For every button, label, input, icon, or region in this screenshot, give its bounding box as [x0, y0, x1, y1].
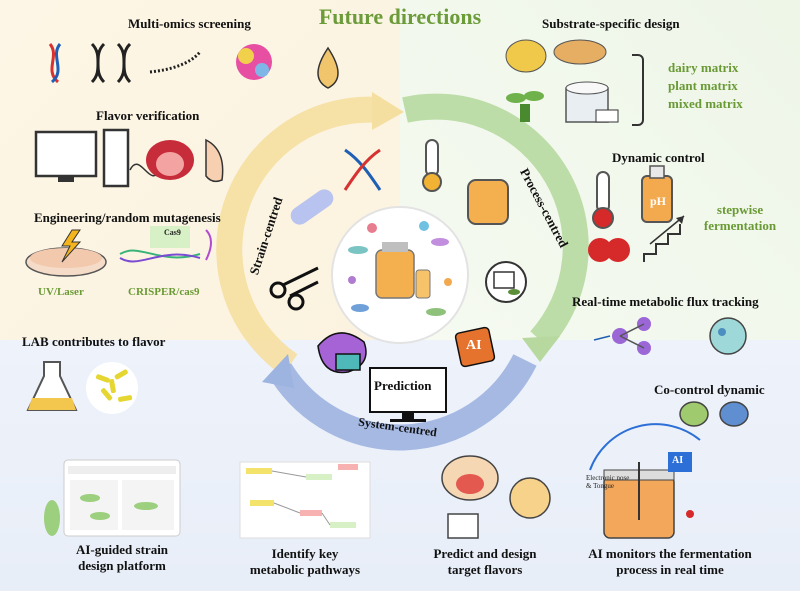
seedling-icon [506, 91, 544, 122]
flavor-taster-icon [441, 455, 551, 539]
diagram-title: Future directions [318, 4, 482, 29]
rna-strand-icon [149, 50, 202, 74]
co-culture-cells-icon [679, 401, 749, 427]
jar-icon [375, 249, 415, 299]
nose-icon [205, 138, 224, 183]
scissors-icon [269, 266, 319, 311]
metabolic-pathway-map-icon [239, 461, 371, 539]
prediction-label: Prediction [374, 378, 432, 393]
co-control-label: Co-control dynamic [654, 382, 765, 397]
fermentation-monitor-icon [589, 423, 701, 539]
lab-bacteria-icon [86, 362, 138, 414]
metabolic-pathways-label: Identify key metabolic pathways [220, 546, 390, 578]
ai-strain-design-label: AI-guided strain design platform [42, 542, 202, 574]
ai-monitor-line-1: AI monitors the fermentation [588, 546, 752, 561]
flux-tracking-label: Real-time metabolic flux tracking [572, 294, 759, 309]
plant-matrix-label: plant matrix [668, 78, 738, 93]
ai-monitor-line-2: process in real time [616, 562, 724, 577]
substrate-design-label: Substrate-specific design [542, 16, 680, 31]
petri-dish-icon [25, 247, 107, 277]
target-flavors-line-1: Predict and design [433, 546, 537, 561]
stepwise-fermentation-label: stepwise fermentation [690, 202, 790, 234]
uv-laser-label: UV/Laser [38, 286, 84, 298]
strain-arc [216, 96, 381, 376]
metabolic-network-icon [593, 317, 651, 355]
electronic-nose-label: Electronic nose & Tongue [586, 474, 629, 490]
microbe-cluster-icon [348, 221, 452, 316]
flask-icon [26, 361, 78, 411]
dna-strand-icon [48, 43, 62, 84]
stepwise-line-1: stepwise [716, 202, 764, 217]
thermometer-icon [422, 139, 442, 192]
ai-strain-design-line-1: AI-guided strain [75, 542, 169, 557]
dynamic-control-label: Dynamic control [612, 150, 705, 165]
lightning-icon [61, 229, 82, 263]
crispr-diagram-icon [119, 226, 212, 263]
multi-omics-label: Multi-omics screening [128, 16, 251, 31]
lab-flavor-label: LAB contributes to flavor [22, 334, 166, 349]
bioreactor-icon [467, 179, 509, 225]
ai-chip-brain-icon [317, 332, 367, 374]
metabolic-pathways-line-1: Identify key [271, 546, 339, 561]
system-arc [268, 354, 537, 451]
process-arrow-head [522, 336, 560, 362]
crisper-label: CRISPER/cas9 [128, 286, 200, 298]
process-arc [402, 93, 589, 349]
ph-label: pH [650, 194, 667, 208]
ai-monitor-label: AI monitors the fermentation process in … [560, 546, 780, 578]
monitor-ai-label: AI [672, 455, 684, 466]
ai-chip-label: AI [466, 338, 482, 353]
chromosome-icon [90, 42, 132, 84]
thermometer-red-icon [592, 171, 614, 229]
computer-icon [34, 128, 130, 188]
soybean-icon [505, 39, 547, 73]
stepwise-line-2: fermentation [703, 218, 777, 233]
tongue-icon [146, 140, 194, 180]
mixed-matrix-label: mixed matrix [668, 96, 743, 111]
ai-strain-design-line-2: design platform [78, 558, 166, 573]
ai-chip-icon [454, 326, 496, 368]
rod-bacterium-icon [290, 189, 334, 225]
matrix-brace [632, 54, 644, 126]
protein-structure-icon [236, 44, 272, 80]
metabolite-drop-icon [317, 46, 339, 89]
oxygen-molecule-icon [588, 238, 630, 262]
prediction-monitor-icon [369, 367, 447, 422]
target-flavors-label: Predict and design target flavors [410, 546, 560, 578]
electronic-nose-line-2: & Tongue [586, 482, 614, 490]
cas9-label: Cas9 [164, 228, 181, 237]
metabolic-pathways-line-2: metabolic pathways [249, 562, 361, 577]
strain-arrow-head [372, 92, 404, 130]
ph-bottle-icon [641, 165, 673, 223]
strain-design-platform-icon [44, 459, 181, 537]
flavor-verification-label: Flavor verification [96, 108, 200, 123]
milk-bucket-icon [565, 81, 619, 123]
plant-jar-icon [485, 261, 527, 303]
electronic-nose-line-1: Electronic nose [586, 474, 630, 482]
dairy-matrix-label: dairy matrix [668, 60, 739, 75]
stepwise-stairs-icon [643, 215, 685, 262]
jar-lid-icon [382, 242, 408, 252]
engineering-label: Engineering/random mutagenesis [34, 210, 221, 225]
almond-icon [553, 39, 607, 65]
target-flavors-line-2: target flavors [447, 562, 523, 577]
system-arrow-head [262, 354, 294, 388]
microbe-cell-icon [709, 317, 747, 355]
bottle-icon [415, 269, 431, 299]
dna-helix-icon [343, 148, 382, 191]
